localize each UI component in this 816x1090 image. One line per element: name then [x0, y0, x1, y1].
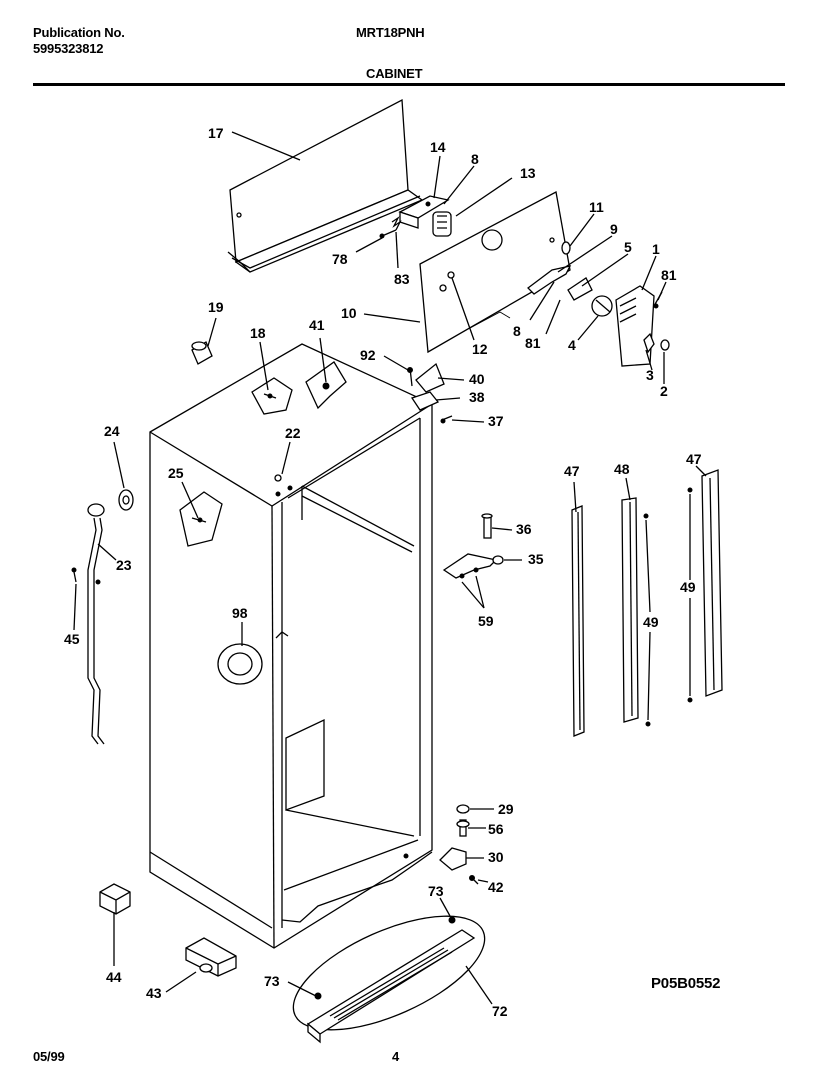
callout-14: 14: [430, 139, 446, 155]
callout-8-lower: 8: [513, 323, 521, 339]
part-47-channel-right: [687, 469, 723, 703]
part-47-channel-left: [571, 505, 585, 737]
part-4-dial: [591, 295, 613, 317]
part-40-hinge: [415, 362, 445, 393]
callout-10: 10: [341, 305, 357, 321]
leader-lines: [73, 131, 707, 1005]
callout-59: 59: [478, 613, 494, 629]
callout-24: 24: [104, 423, 120, 439]
callout-45: 45: [64, 631, 80, 647]
callout-47: 47: [564, 463, 580, 479]
part-11-ring: [561, 241, 571, 255]
part-41-bracket: [305, 361, 347, 410]
publication-number: 5995323812: [33, 41, 104, 56]
callout-81: 81: [661, 267, 677, 283]
callout-44: 44: [106, 969, 122, 985]
part-48-channel: [621, 497, 651, 727]
part-9-lever: [527, 265, 572, 295]
callout-98: 98: [232, 605, 248, 621]
part-29-washer: [456, 804, 470, 814]
callout-18: 18: [250, 325, 266, 341]
part-30-hinge: [439, 847, 467, 871]
callout-1: 1: [652, 241, 660, 257]
callout-36: 36: [516, 521, 532, 537]
part-3-bulb: [643, 332, 655, 354]
callout-9: 9: [610, 221, 618, 237]
part-56-pin: [456, 819, 470, 837]
header-rule: [33, 83, 785, 86]
part-2-ring: [660, 339, 670, 351]
callout-11: 11: [589, 199, 604, 215]
callout-73: 73: [428, 883, 444, 899]
footer-page-number: 4: [392, 1049, 400, 1064]
callout-49-right: 49: [680, 579, 696, 595]
callout-72: 72: [492, 1003, 508, 1019]
part-92-screw: [407, 367, 413, 387]
callout-12: 12: [472, 341, 488, 357]
callout-37: 37: [488, 413, 504, 429]
part-38-shim: [410, 391, 440, 411]
callout-92: 92: [360, 347, 376, 363]
section-title: CABINET: [366, 66, 423, 81]
callout-78: 78: [332, 251, 348, 267]
part-98-grommet: [217, 631, 289, 685]
callout-81-lower: 81: [525, 335, 541, 351]
callout-56: 56: [488, 821, 504, 837]
part-24-cap: [118, 489, 134, 511]
part-35-hinge: [442, 553, 504, 579]
callout-48: 48: [614, 461, 630, 477]
callout-3: 3: [646, 367, 654, 383]
model-number: MRT18PNH: [356, 25, 425, 40]
part-43-leveler: [185, 937, 237, 977]
part-17-top-rail: [227, 98, 424, 273]
part-1-light-housing: [615, 285, 655, 367]
part-44-block: [99, 883, 131, 915]
part-36-pin: [481, 513, 493, 539]
part-25-bracket: [179, 491, 223, 547]
callout-23: 23: [116, 557, 132, 573]
part-42-screw: [469, 875, 479, 885]
cabinet-shell: [149, 343, 433, 949]
part-78-screw: [379, 229, 397, 239]
figure-code: P05B0552: [651, 975, 721, 992]
callout-73-lower: 73: [264, 973, 280, 989]
part-10-control-panel: [419, 191, 571, 354]
callout-41: 41: [309, 317, 325, 333]
callout-13: 13: [520, 165, 536, 181]
callout-labels: 17 14 8 13 11 9 5 1 81 78 83 10 12 8 81 …: [64, 125, 702, 1019]
part-23-rod: [87, 503, 105, 745]
part-14-bracket: [398, 195, 450, 229]
part-72-kickplate-group: [292, 915, 486, 1044]
callout-2: 2: [660, 383, 668, 399]
callout-29: 29: [498, 801, 514, 817]
part-83-spring: [391, 216, 402, 231]
callout-19: 19: [208, 299, 224, 315]
callout-30: 30: [488, 849, 504, 865]
callout-49: 49: [643, 614, 659, 630]
callout-40: 40: [469, 371, 485, 387]
part-19-bushing: [191, 341, 213, 365]
callout-35: 35: [528, 551, 544, 567]
publication-label: Publication No.: [33, 25, 125, 40]
part-18-bracket: [251, 377, 293, 415]
callout-43: 43: [146, 985, 162, 1001]
callout-47-right: 47: [686, 451, 702, 467]
callout-22: 22: [285, 425, 301, 441]
callout-4: 4: [568, 337, 576, 353]
callout-42: 42: [488, 879, 504, 895]
callout-25: 25: [168, 465, 184, 481]
part-13-thermostat-control: [432, 211, 452, 237]
callout-17: 17: [208, 125, 224, 141]
callout-83: 83: [394, 271, 410, 287]
part-45-screw: [71, 567, 77, 583]
callout-8: 8: [471, 151, 479, 167]
callout-38: 38: [469, 389, 485, 405]
part-22-plug: [274, 474, 282, 482]
part-37-screw: [440, 415, 453, 424]
callout-5: 5: [624, 239, 632, 255]
footer-date: 05/99: [33, 1049, 65, 1064]
